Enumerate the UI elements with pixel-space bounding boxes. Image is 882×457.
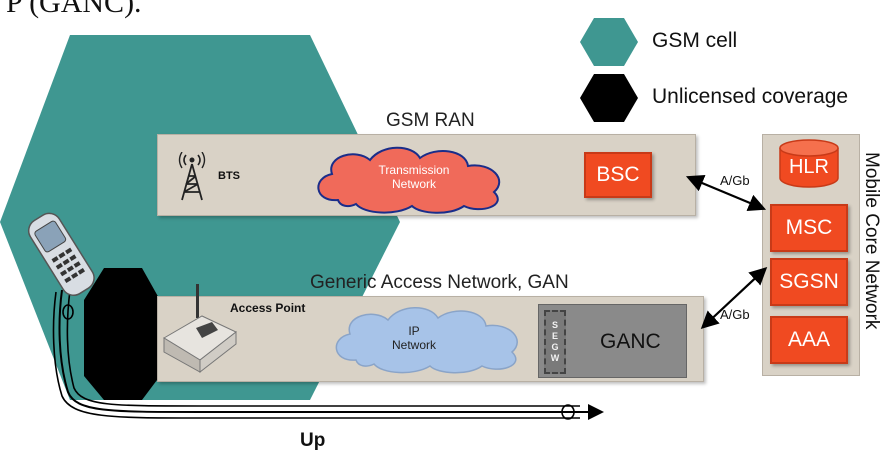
segw-letter: E <box>551 331 558 341</box>
segw-letter: W <box>550 353 560 363</box>
transmission-network-cloud <box>317 146 501 214</box>
mobile-core-network-title: Mobile Core Network <box>861 152 882 330</box>
bsc-node: BSC <box>584 152 652 198</box>
ganc-label: GANC <box>600 330 661 353</box>
aaa-node: AAA <box>770 316 848 364</box>
up-interface-cable <box>58 289 604 420</box>
gan-title: Generic Access Network, GAN <box>310 272 569 293</box>
legend-unlicensed-label: Unlicensed coverage <box>652 85 849 108</box>
segw-letter: G <box>551 342 559 352</box>
legend-gsm-cell-swatch <box>580 18 638 66</box>
legend-gsm-cell-label: GSM cell <box>652 29 738 52</box>
msc-node: MSC <box>770 204 848 252</box>
access-point-label: Access Point <box>230 301 306 315</box>
hlr-label: HLR <box>788 156 829 178</box>
top-interface-arrow <box>685 174 767 212</box>
bts-tower-icon <box>178 152 206 201</box>
ip-network-label: IP Network <box>391 324 436 352</box>
top-interface-label: A/Gb <box>720 173 750 188</box>
sgsn-node: SGSN <box>770 258 848 306</box>
legend-unlicensed-swatch <box>580 74 638 122</box>
bottom-interface-arrow <box>700 266 768 330</box>
ip-network-cloud <box>335 307 518 374</box>
figure-caption-fragment: P (GANC). <box>6 0 142 19</box>
gsm-ran-title: GSM RAN <box>386 110 475 131</box>
up-interface-label: Up <box>300 430 326 451</box>
mobile-phone-icon <box>27 212 95 297</box>
segw-letter: S <box>551 320 558 330</box>
transmission-network-label: Transmission Network <box>378 163 450 191</box>
hlr-database-icon <box>779 139 839 188</box>
access-point-icon <box>163 284 237 374</box>
mobile-core-network-title-wrap: Mobile Core Network <box>860 152 882 362</box>
bottom-interface-label: A/Gb <box>720 307 750 322</box>
bts-label: BTS <box>218 170 240 182</box>
unlicensed-coverage-hexagon <box>84 268 160 400</box>
segw-box: S E G W <box>544 310 566 374</box>
